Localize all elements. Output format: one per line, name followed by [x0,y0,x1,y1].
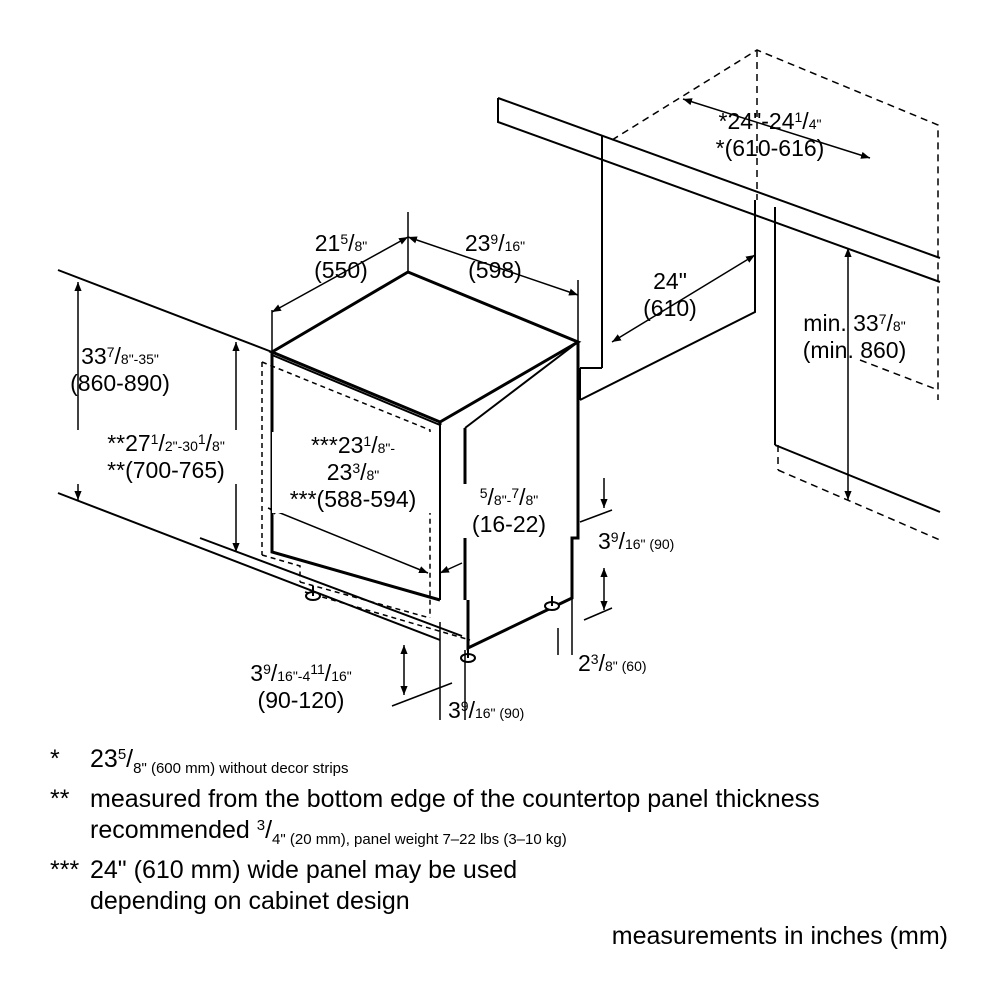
cabinet-outline [497,97,941,513]
dishwasher-panel [271,341,579,600]
side-upper-label: 39/16" (90) [598,528,675,554]
plinth-height-label: 39/16"-411/16" (90-120) [250,660,352,713]
overall-height-label: 337/8"-35" (860-890) [70,343,170,396]
cabinet-depth-label: 24" (610) [643,268,697,321]
panel-width-label: ***231/8"- 233/8" ***(588-594) [272,432,434,513]
footnotes: * 235/8" (600 mm) without decor strips *… [50,744,820,917]
footnote-text: measured from the bottom edge of the cou… [90,785,820,848]
appliance-width-label: 239/16" (598) [464,230,526,283]
footnote-mark: ** [50,785,70,813]
dimension-lines [74,98,871,720]
appliance-depth-label: 215/8" (550) [314,230,368,283]
wall-lines [57,269,463,641]
cabinet-dashed-outline [611,49,941,541]
units-note: measurements in inches (mm) [611,922,948,950]
footnote-mark: *** [50,856,80,884]
footnote-mark: * [50,745,60,773]
panel-height-label: **271/2"-301/8" **(700-765) [74,430,258,484]
plinth-depth-label: 39/16" (90) [448,697,525,723]
side-lower-label: 23/8" (60) [578,650,647,676]
cabinet-width-label: *24"-241/4" *(610-616) [715,108,825,161]
cabinet-height-label: min. 337/8" (min. 860) [802,310,907,363]
footnote-text: 235/8" (600 mm) without decor strips [90,745,349,777]
panel-thickness-label: 5/8"-7/8" (16-22) [458,484,560,538]
footnote-2: ** measured from the bottom edge of the … [50,784,820,855]
footnote-1: * 235/8" (600 mm) without decor strips [50,744,820,784]
